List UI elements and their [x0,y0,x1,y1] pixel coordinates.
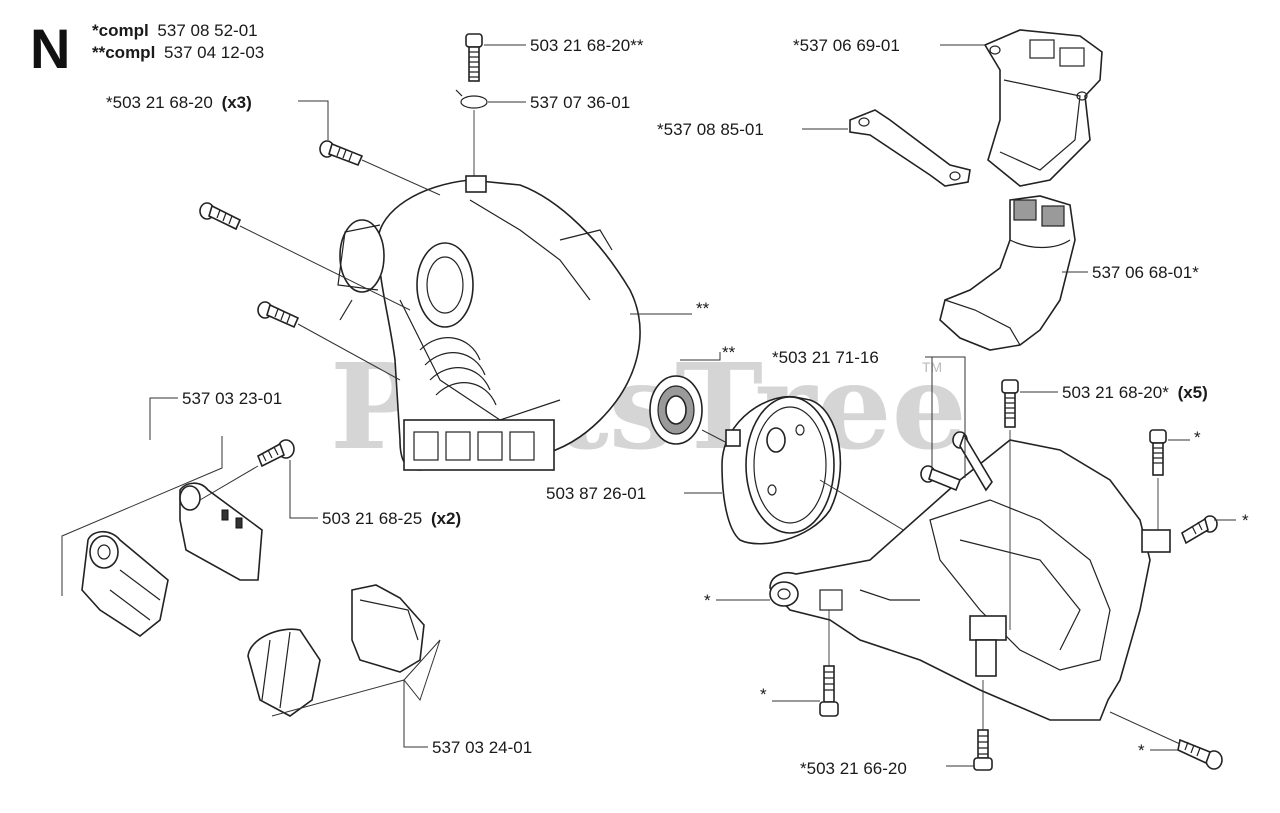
axis-line-screw-x2 [199,465,259,501]
screw-housing-3 [257,301,300,329]
handle-clamp-left [81,530,169,637]
bearing [649,375,703,445]
callout-screw-x2-qty: (x2) [431,509,461,528]
screw-66-part [973,729,993,771]
handle-insert-2 [351,584,425,673]
axis-line-screw-bottom-right [1109,711,1181,745]
callout-screw-x5: 503 21 68-20* (x5) [1062,383,1208,402]
callout-screw-x3: *503 21 68-20 (x3) [106,93,252,112]
cylinder-cover [939,195,1076,351]
callout-screw-right-top: * [1194,428,1201,447]
callout-screw-x5-part: 503 21 68-20* [1062,383,1169,402]
screw-horizontal-right [1181,515,1218,545]
kit-note-2-marker: **compl [92,43,155,62]
handle-clamp-right [179,482,263,581]
callout-crankcase-left: * [704,591,711,610]
callout-kit-left: 537 03 23-01 [182,389,282,408]
screw-bottom-right [1177,738,1223,770]
screw-x2-part [256,439,295,468]
screw-vertical-right [1001,379,1019,428]
callout-screw-v-bottom: * [760,685,767,704]
axis-line-screw-3 [297,323,401,381]
handle-insert-1 [247,628,321,717]
callout-screw-66: *503 21 66-20 [800,759,907,778]
callout-bearing: ** [722,343,736,362]
kit-note-1-part: 537 08 52-01 [157,21,257,40]
leader-lines [61,44,1236,767]
callout-screw-71: *503 21 71-16 [772,348,879,367]
callout-kit-bottom: 537 03 24-01 [432,738,532,757]
svg-text:**compl 537 04 12-03: **compl 537 04 12-03 [92,43,264,62]
clutch-drum [721,395,842,545]
housing-fins [419,337,497,406]
kit-note-2: **compl 537 04 12-03 [92,43,264,62]
axis-line-screw-2 [239,225,411,311]
screw-bottom-vertical [819,665,839,717]
callout-drum: 503 87 26-01 [546,484,646,503]
kit-note-1: *compl 537 08 52-01 [92,21,258,40]
circlip [455,89,488,109]
callout-screw-x3-qty: (x3) [222,93,252,112]
crankcase [769,439,1171,721]
callout-screw-bottom-right: * [1138,741,1145,760]
screw-housing-1 [319,140,364,167]
callout-housing: ** [696,299,710,318]
callout-screw-x2: 503 21 68-25 (x2) [322,509,461,528]
callout-cover: 537 06 68-01* [1092,263,1199,282]
callout-screw-right-mid: * [1242,511,1249,530]
screw-top-vertical [465,33,483,82]
callout-gasket: *537 08 85-01 [657,120,764,139]
callout-screw-x2-part: 503 21 68-25 [322,509,422,528]
callout-screw-x3-part: *503 21 68-20 [106,93,213,112]
callout-screw-x5-qty: (x5) [1178,383,1208,402]
section-letter: N [30,17,70,80]
kit-note-2-part: 537 04 12-03 [164,43,264,62]
screw-pair-2 [952,431,993,492]
screw-housing-2 [199,202,242,231]
callout-screw-top: 503 21 68-20** [530,36,644,55]
fan-housing [337,175,641,471]
gasket [849,109,971,187]
screw-vertical-far-right [1149,429,1167,476]
callout-clip: 537 07 36-01 [530,93,630,112]
kit-note-1-marker: *compl [92,21,149,40]
callout-bracket-top: *537 06 69-01 [793,36,900,55]
svg-text:*compl 537 08 52-01: *compl 537 08 52-01 [92,21,258,40]
cylinder-bracket [983,29,1103,187]
axis-line-screw-1 [361,159,441,196]
